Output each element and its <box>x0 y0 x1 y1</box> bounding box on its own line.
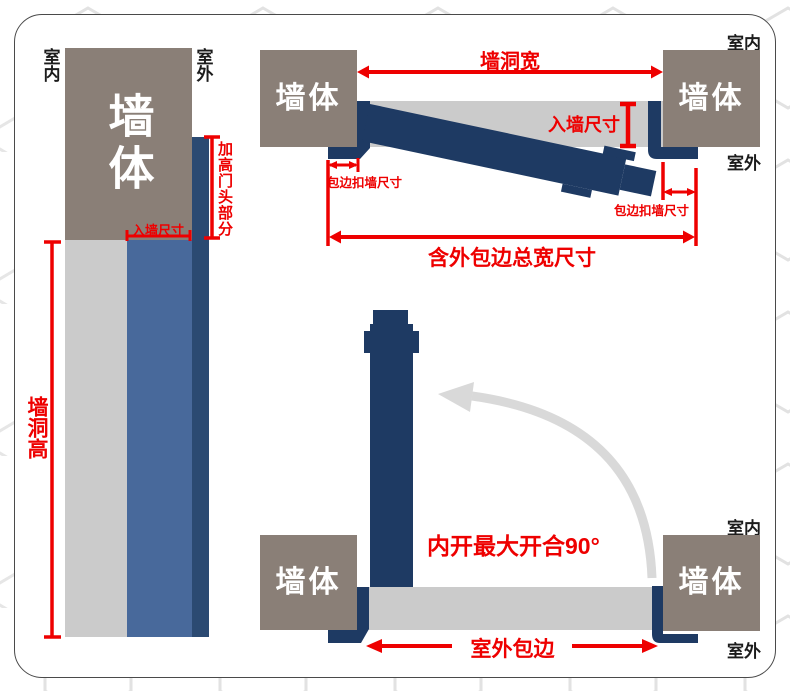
plan-wall-left-block: 墙体 <box>260 535 357 630</box>
top-into-wall-label: 入墙尺寸 <box>548 115 620 135</box>
side-indoor-label: 室内 <box>40 48 60 82</box>
side-raised-header-label: 加高门头部分 <box>216 141 233 237</box>
side-outdoor-label: 室外 <box>193 48 213 82</box>
top-edge-overlap-left-label: 包边扣墙尺寸 <box>327 176 403 190</box>
plan-wall-right-block: 墙体 <box>663 535 760 631</box>
side-wall-label: 墙体 <box>102 92 155 196</box>
plan-outdoor-edge-label: 室外包边 <box>470 638 555 661</box>
plan-max-opening-label: 内开最大开合90° <box>427 533 600 559</box>
top-outdoor-label: 室外 <box>727 154 761 173</box>
plan-wall-left-label: 墙体 <box>275 565 342 599</box>
top-edge-overlap-right-label: 包边扣墙尺寸 <box>614 204 690 218</box>
top-total-width-label: 含外包边总宽尺寸 <box>428 247 596 270</box>
side-door-column <box>127 240 192 637</box>
top-indoor-label: 室内 <box>727 34 761 53</box>
plan-outdoor-label: 室外 <box>727 642 761 661</box>
side-hole-height-label: 墙洞高 <box>25 396 48 459</box>
plan-wall-right-label: 墙体 <box>678 566 745 599</box>
top-wall-right-block: 墙体 <box>663 50 760 147</box>
top-wall-left-block: 墙体 <box>260 50 357 147</box>
top-hole-width-label: 墙洞宽 <box>480 51 540 73</box>
plan-closed-door-leaf <box>368 587 654 630</box>
top-wall-left-label: 墙体 <box>275 81 342 115</box>
plan-indoor-label: 室内 <box>727 519 761 538</box>
top-wall-right-label: 墙体 <box>678 81 745 115</box>
side-wall-block: 墙体 <box>65 48 192 240</box>
side-frame-header-strip <box>192 137 209 637</box>
side-into-wall-label: 入墙尺寸 <box>131 223 184 238</box>
side-frame-column <box>65 240 127 637</box>
